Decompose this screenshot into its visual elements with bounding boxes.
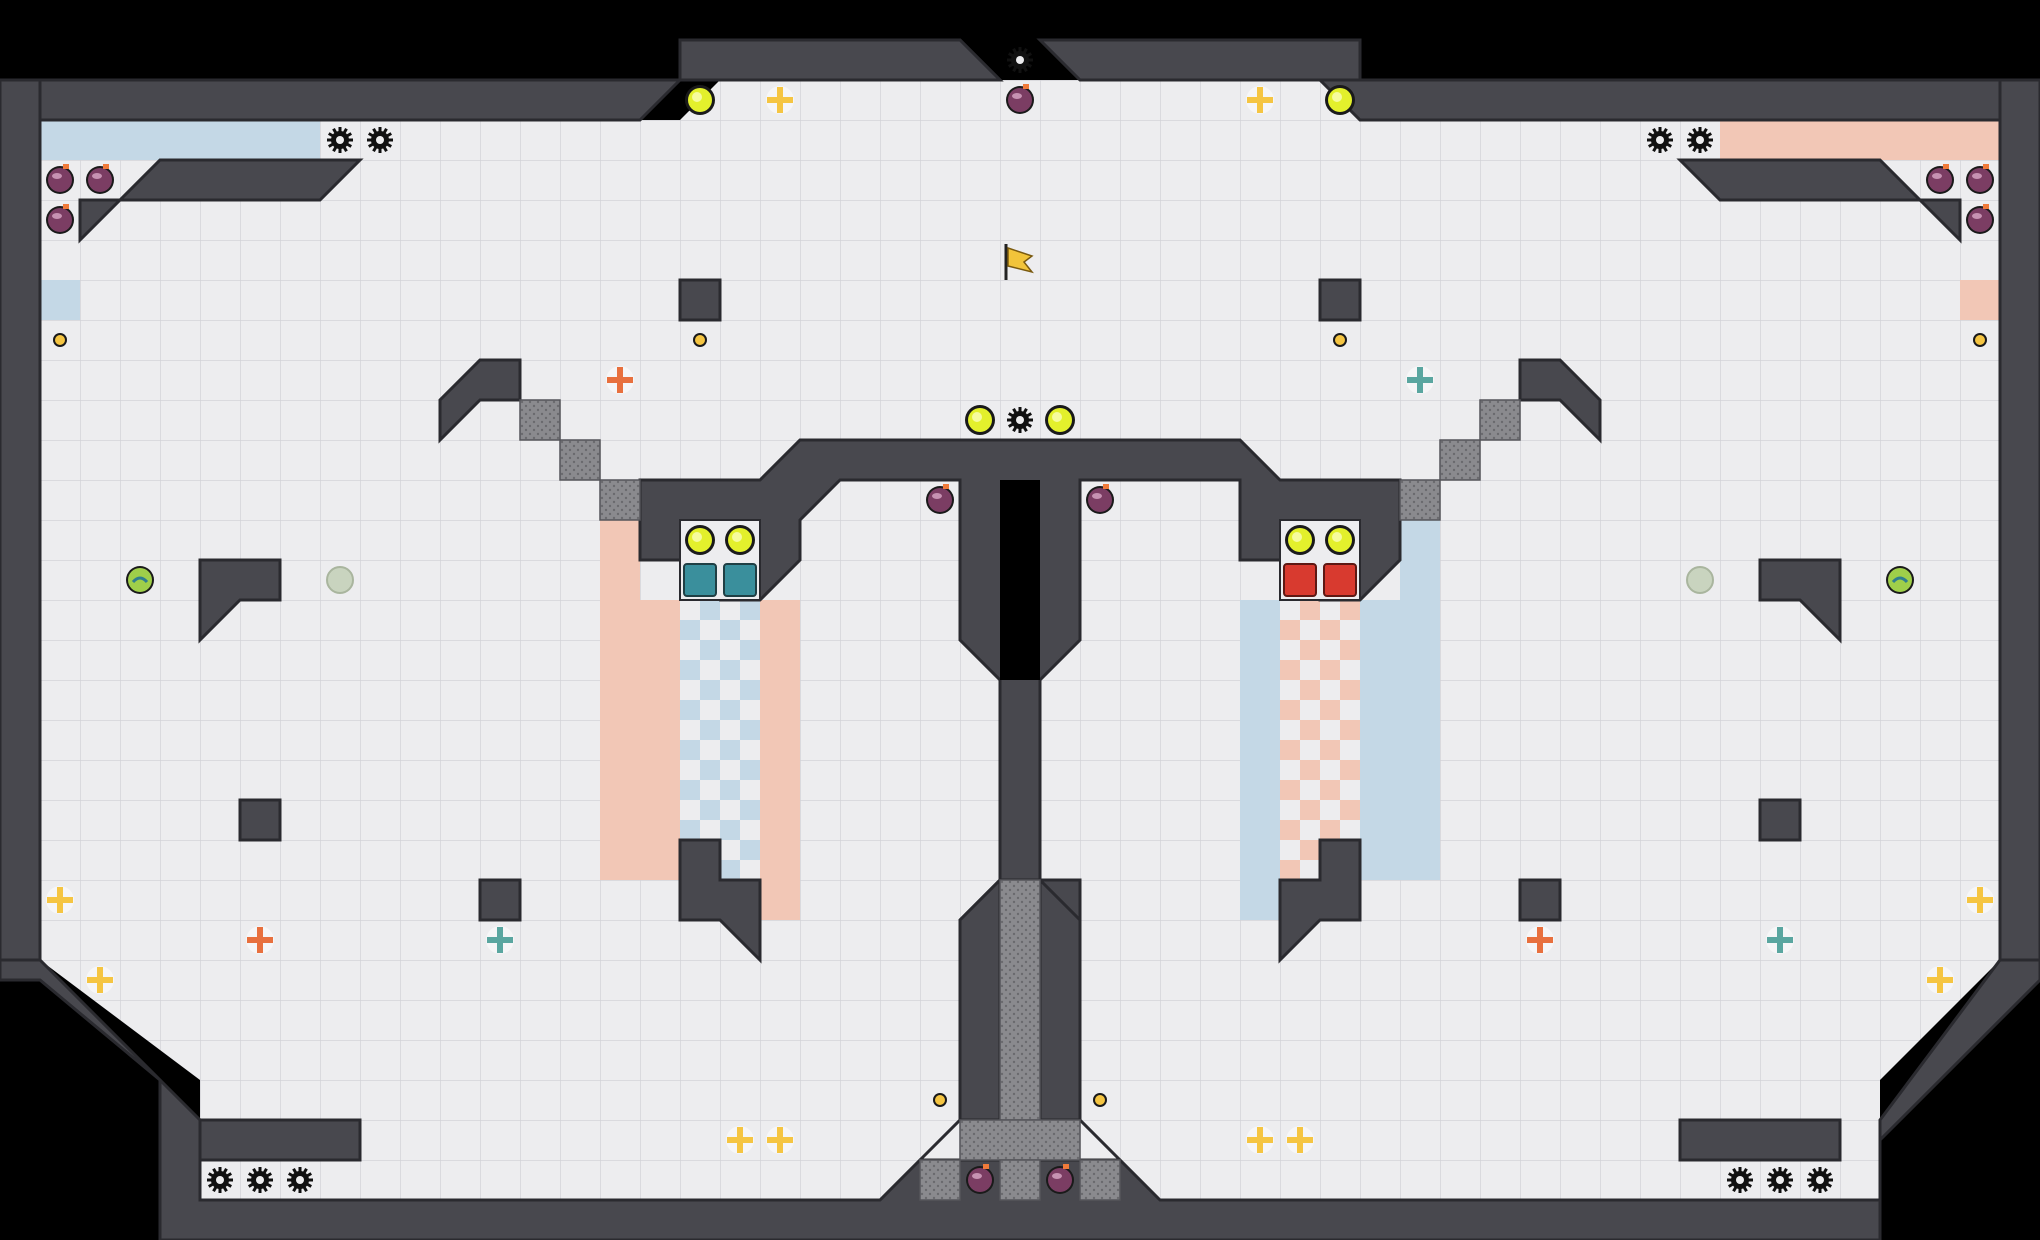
portal-icon bbox=[53, 333, 67, 347]
button-icon bbox=[685, 525, 715, 555]
bomb-icon bbox=[966, 1164, 994, 1194]
spike-icon bbox=[287, 1167, 313, 1193]
spike-icon bbox=[327, 127, 353, 153]
boost-icon bbox=[86, 966, 114, 994]
bomb-icon bbox=[926, 484, 954, 514]
portal-icon bbox=[933, 1093, 947, 1107]
boost-icon bbox=[1926, 966, 1954, 994]
bomb-icon bbox=[1086, 484, 1114, 514]
bomb-icon bbox=[1966, 204, 1994, 234]
bomb-icon bbox=[46, 204, 74, 234]
button-icon bbox=[685, 85, 715, 115]
boost-icon bbox=[1246, 1126, 1274, 1154]
powerup-inactive-icon bbox=[1686, 566, 1714, 594]
red-endzone-icon bbox=[1323, 563, 1357, 597]
button-icon bbox=[1045, 405, 1075, 435]
portal-icon bbox=[693, 333, 707, 347]
bomb-icon bbox=[1966, 164, 1994, 194]
spike-icon bbox=[367, 127, 393, 153]
spike-icon bbox=[1007, 407, 1033, 433]
blue-endzone-icon bbox=[683, 563, 717, 597]
blue-boost-icon bbox=[1766, 926, 1794, 954]
boost-icon bbox=[726, 1126, 754, 1154]
spike-icon bbox=[1807, 1167, 1833, 1193]
button-icon bbox=[1325, 525, 1355, 555]
powerup-inactive-icon bbox=[326, 566, 354, 594]
powerup-icon bbox=[126, 566, 154, 594]
red-boost-icon bbox=[246, 926, 274, 954]
boost-icon bbox=[766, 86, 794, 114]
bomb-icon bbox=[86, 164, 114, 194]
red-boost-icon bbox=[1526, 926, 1554, 954]
bomb-icon bbox=[1006, 84, 1034, 114]
boost-icon bbox=[1286, 1126, 1314, 1154]
blue-endzone-icon bbox=[723, 563, 757, 597]
button-icon bbox=[965, 405, 995, 435]
spike-icon bbox=[1687, 127, 1713, 153]
blue-boost-icon bbox=[1406, 366, 1434, 394]
yellow-flag-icon bbox=[1004, 244, 1034, 280]
bomb-icon bbox=[46, 164, 74, 194]
gates bbox=[519, 399, 1521, 1201]
button-icon bbox=[1285, 525, 1315, 555]
powerup-icon bbox=[1886, 566, 1914, 594]
bomb-icon bbox=[1046, 1164, 1074, 1194]
boost-icon bbox=[1246, 86, 1274, 114]
boost-icon bbox=[1966, 886, 1994, 914]
red-boost-icon bbox=[606, 366, 634, 394]
blue-boost-icon bbox=[486, 926, 514, 954]
boost-icon bbox=[46, 886, 74, 914]
spike-icon bbox=[1007, 47, 1033, 73]
button-icon bbox=[1325, 85, 1355, 115]
button-icon bbox=[725, 525, 755, 555]
spike-icon bbox=[1727, 1167, 1753, 1193]
red-endzone-icon bbox=[1283, 563, 1317, 597]
spike-icon bbox=[1767, 1167, 1793, 1193]
portal-icon bbox=[1973, 333, 1987, 347]
bomb-icon bbox=[1926, 164, 1954, 194]
portal-icon bbox=[1093, 1093, 1107, 1107]
spike-icon bbox=[1647, 127, 1673, 153]
map-title bbox=[0, 0, 1, 1]
spike-icon bbox=[247, 1167, 273, 1193]
spike-icon bbox=[207, 1167, 233, 1193]
portal-icon bbox=[1333, 333, 1347, 347]
boost-icon bbox=[766, 1126, 794, 1154]
